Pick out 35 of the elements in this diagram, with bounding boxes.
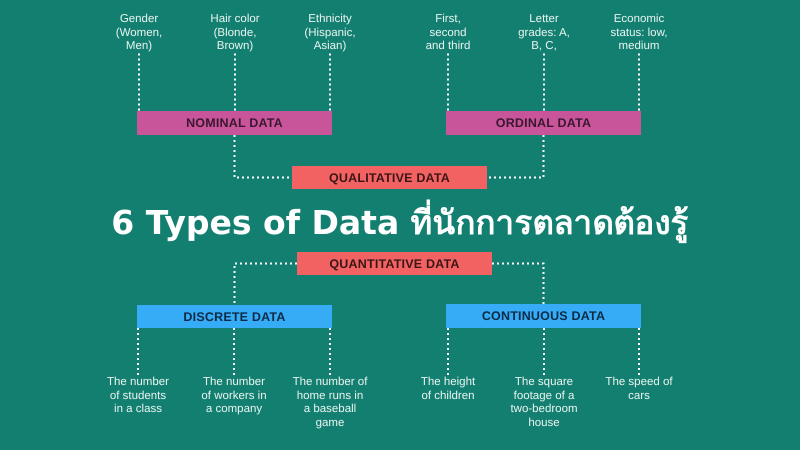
category-bar: ORDINAL DATA — [446, 111, 641, 135]
example-text: The number of home runs in a baseball game — [292, 376, 368, 430]
title: 6 Types of Data ที่นักการตลาดต้องรู้ — [0, 196, 800, 249]
dotted-connector — [234, 135, 292, 178]
example-text: The square footage of a two-bedroom house — [504, 376, 584, 430]
category-bar: CONTINUOUS DATA — [446, 304, 641, 328]
dotted-connector — [638, 54, 640, 111]
category-bar: QUANTITATIVE DATA — [297, 252, 492, 275]
example-text: Economic status: low, medium — [601, 13, 677, 54]
dotted-connector — [543, 328, 545, 376]
dotted-connector — [234, 54, 236, 111]
dotted-connector — [638, 328, 640, 376]
dotted-connector — [543, 54, 545, 111]
example-text: Hair color (Blonde, Brown) — [200, 13, 270, 54]
example-text: The height of children — [416, 376, 480, 403]
dotted-connector — [329, 54, 331, 111]
category-bar: QUALITATIVE DATA — [292, 166, 487, 189]
example-text: Gender (Women, Men) — [109, 13, 169, 54]
dotted-connector — [233, 328, 235, 376]
dotted-connector — [447, 328, 449, 376]
example-text: First, second and third — [420, 13, 476, 54]
dotted-connector — [137, 328, 139, 376]
example-text: The number of workers in a company — [200, 376, 268, 416]
dotted-connector — [487, 135, 544, 178]
dotted-connector — [234, 262, 297, 305]
example-text: Ethnicity (Hispanic, Asian) — [298, 13, 362, 54]
example-text: The speed of cars — [599, 376, 679, 403]
dotted-connector — [138, 54, 140, 111]
example-text: The number of students in a class — [104, 376, 172, 416]
example-text: Letter grades: A, B, C, — [513, 13, 575, 54]
category-bar: DISCRETE DATA — [137, 305, 332, 328]
category-bar: NOMINAL DATA — [137, 111, 332, 135]
dotted-connector — [492, 262, 544, 304]
dotted-connector — [329, 328, 331, 376]
dotted-connector — [447, 54, 449, 111]
